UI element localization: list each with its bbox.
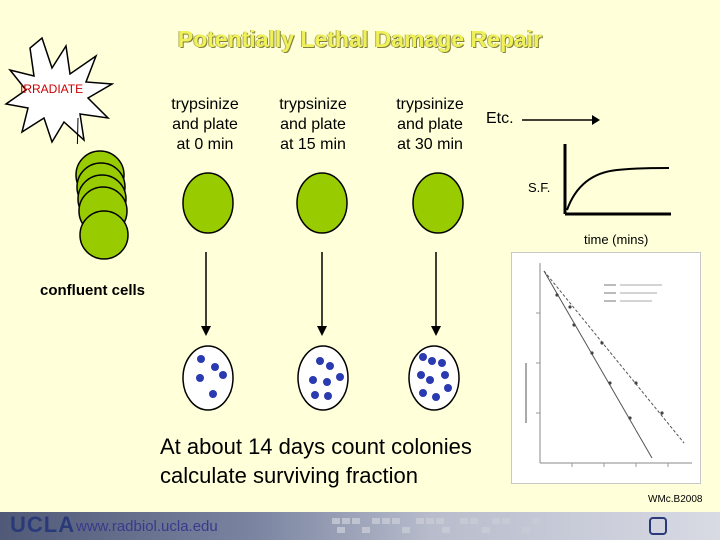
trypsinized-dishes [182,172,464,234]
instruction-line2: calculate surviving fraction [160,463,419,488]
confluent-cells-label: confluent cells [40,282,146,299]
slide-title: Potentially Lethal Damage Repair [177,26,543,52]
step-2-line2: and plate [397,116,463,133]
etc-label: Etc. [486,110,514,127]
colony-dish-2 [408,345,460,411]
step-0-label: trypsinize and plate at 0 min [150,95,260,155]
sf-axis-label: S.F. [528,180,551,195]
colony-dishes [182,345,460,411]
arrow-down-icon [201,252,211,336]
dish-1 [296,172,348,234]
footer-pattern [332,517,667,535]
dish-0 [182,172,234,234]
sf-sketch-chart [563,144,671,216]
dish-2 [412,172,464,234]
plating-arrows [201,252,441,336]
step-1-line2: and plate [280,116,346,133]
confluent-dish-stack [75,150,129,260]
footer-bar [0,512,720,540]
arrow-down-icon [431,252,441,336]
irradiate-starburst-icon [4,36,114,144]
irradiate-label: IRRADIATE [20,82,84,96]
arrow-down-icon [317,252,327,336]
survival-graph-image [511,252,701,484]
instruction-line1: At about 14 days count colonies [160,434,472,459]
step-0-line2: and plate [172,116,238,133]
instruction-text: At about 14 days count colonies calculat… [160,432,472,490]
step-2-line3: at 30 min [397,136,463,153]
etc-arrow-icon [522,115,600,125]
step-1-line3: at 15 min [280,136,346,153]
step-2-line1: trypsinize [396,96,464,113]
step-0-line1: trypsinize [171,96,239,113]
step-1-line1: trypsinize [279,96,347,113]
footer-url-link[interactable]: www.radbiol.ucla.edu [76,518,218,535]
credit-label: WMc.B2008 [648,494,703,505]
time-axis-label: time (mins) [584,232,649,247]
colony-dish-1 [297,345,349,411]
step-2-label: trypsinize and plate at 30 min [375,95,485,155]
ucla-logo: UCLA [10,512,76,537]
step-0-line3: at 0 min [176,136,234,153]
colony-dish-0 [182,345,234,411]
step-1-label: trypsinize and plate at 15 min [258,95,368,155]
